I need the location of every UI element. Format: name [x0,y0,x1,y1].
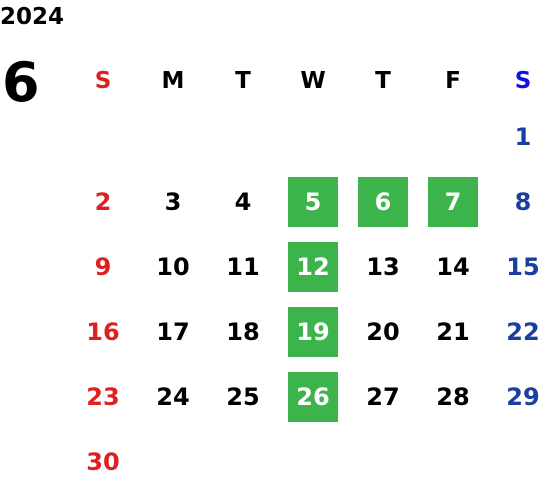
empty-cell [428,437,478,487]
month-label: 6 [2,51,40,114]
empty-cell [78,112,128,162]
day-cell-25[interactable]: 25 [226,382,260,411]
day-cell-7[interactable]: 7 [428,176,478,227]
day-cell-6[interactable]: 6 [358,176,408,227]
day-cell-28[interactable]: 28 [436,382,470,411]
empty-cell [428,112,478,162]
day-cell-4[interactable]: 4 [234,187,252,216]
weekday-header-4: T [375,67,391,94]
weekday-header-5: F [445,67,461,94]
empty-cell [288,112,338,162]
year-label: 2024 [0,4,65,30]
empty-cell [148,112,198,162]
day-cell-20[interactable]: 20 [366,317,400,346]
day-cell-29[interactable]: 29 [506,382,540,411]
empty-cell [498,437,548,487]
day-cell-3[interactable]: 3 [164,187,182,216]
day-cell-16[interactable]: 16 [86,317,120,346]
day-cell-11[interactable]: 11 [226,252,260,281]
day-cell-19[interactable]: 19 [288,306,338,357]
day-cell-2[interactable]: 2 [94,187,112,216]
empty-cell [288,437,338,487]
day-cell-5[interactable]: 5 [288,176,338,227]
weekday-header-6: S [514,67,532,94]
day-cell-24[interactable]: 24 [156,382,190,411]
day-cell-15[interactable]: 15 [506,252,540,281]
day-cell-30[interactable]: 30 [86,447,120,476]
day-cell-27[interactable]: 27 [366,382,400,411]
day-cell-12[interactable]: 12 [288,241,338,292]
weekday-header-2: T [235,67,251,94]
day-cell-1[interactable]: 1 [514,122,532,151]
weekday-header-0: S [94,67,112,94]
empty-cell [148,437,198,487]
day-cell-21[interactable]: 21 [436,317,470,346]
empty-cell [218,112,268,162]
day-cell-22[interactable]: 22 [506,317,540,346]
day-cell-13[interactable]: 13 [366,252,400,281]
day-cell-18[interactable]: 18 [226,317,260,346]
weekday-header-3: W [300,67,326,94]
day-cell-26[interactable]: 26 [288,371,338,422]
empty-cell [358,437,408,487]
day-cell-23[interactable]: 23 [86,382,120,411]
empty-cell [218,437,268,487]
empty-cell [358,112,408,162]
day-cell-14[interactable]: 14 [436,252,470,281]
day-cell-10[interactable]: 10 [156,252,190,281]
day-cell-17[interactable]: 17 [156,317,190,346]
weekday-header-1: M [161,67,185,94]
day-cell-8[interactable]: 8 [514,187,532,216]
day-cell-9[interactable]: 9 [94,252,112,281]
